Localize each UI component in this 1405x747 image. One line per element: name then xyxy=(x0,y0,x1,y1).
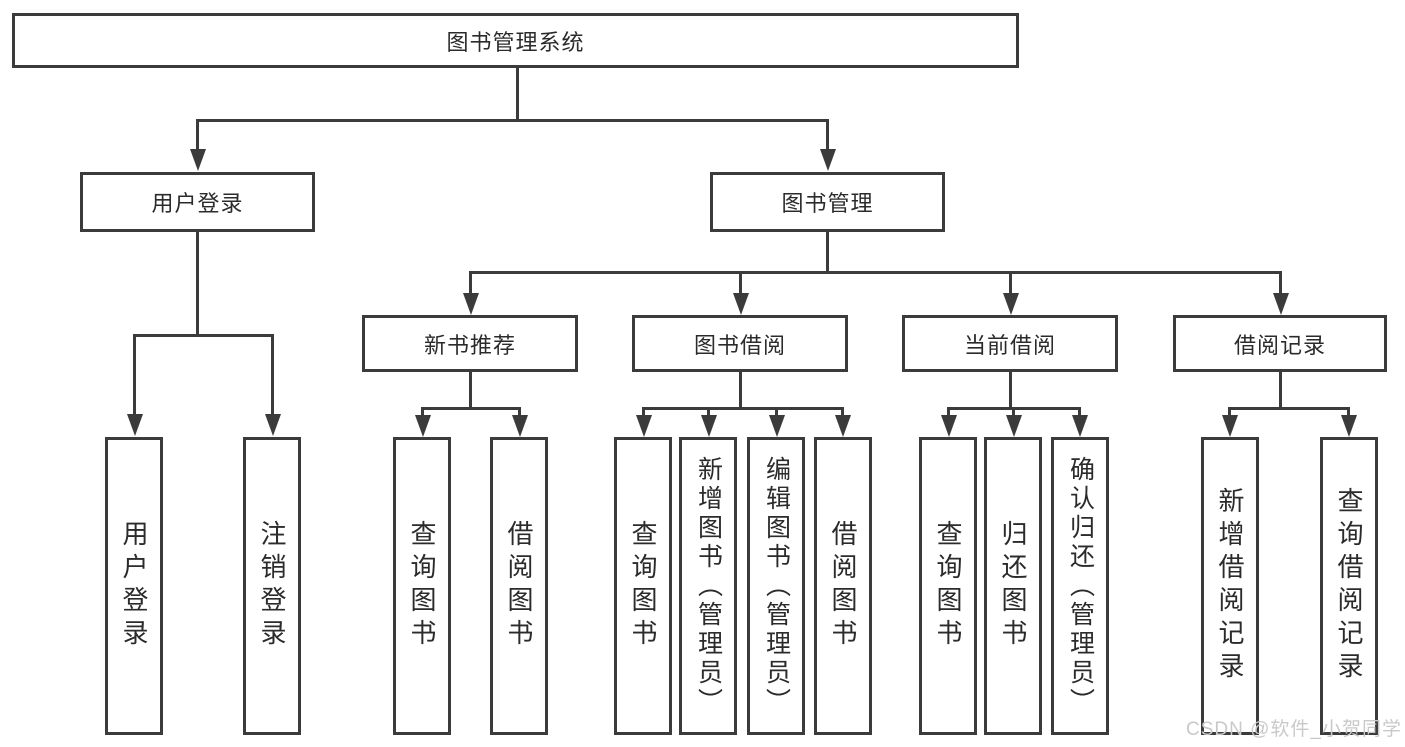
connector-line xyxy=(1347,407,1350,417)
leaf-return-books: 归还图书 xyxy=(984,437,1042,735)
connector-line xyxy=(271,334,274,416)
connector-line xyxy=(196,119,829,122)
connector-arrowhead xyxy=(1006,415,1022,437)
connector-arrowhead xyxy=(265,414,281,436)
connector-arrowhead xyxy=(820,149,836,171)
connector-line xyxy=(739,271,742,295)
leaf-query-books-borrow: 查询图书 xyxy=(614,437,672,735)
connector-arrowhead xyxy=(190,149,206,171)
leaf-user-login: 用户登录 xyxy=(105,437,163,735)
connector-line xyxy=(469,271,1282,274)
connector-line xyxy=(642,407,843,410)
connector-arrowhead xyxy=(701,415,717,437)
leaf-borrow-books: 借阅图书 xyxy=(814,437,872,735)
connector-line xyxy=(1228,407,1231,417)
connector-line xyxy=(1228,407,1350,410)
leaf-query-borrow-record: 查询借阅记录 xyxy=(1320,437,1378,735)
connector-line xyxy=(421,407,521,410)
connector-arrowhead xyxy=(512,415,528,437)
connector-line xyxy=(133,334,274,337)
connector-arrowhead xyxy=(636,415,652,437)
connector-arrowhead xyxy=(941,415,957,437)
connector-line xyxy=(469,271,472,295)
connector-line xyxy=(196,119,199,150)
connector-line xyxy=(1009,372,1012,410)
connector-arrowhead xyxy=(1273,293,1289,315)
connector-line xyxy=(775,407,778,417)
connector-line xyxy=(707,407,710,417)
leaf-query-books-recommend: 查询图书 xyxy=(393,437,451,735)
node-current-borrow: 当前借阅 xyxy=(902,315,1118,372)
leaf-query-books-current: 查询图书 xyxy=(919,437,977,735)
connector-line xyxy=(516,68,519,121)
connector-line xyxy=(1078,407,1081,417)
leaf-add-borrow-record: 新增借阅记录 xyxy=(1201,437,1259,735)
connector-line xyxy=(196,232,199,336)
leaf-confirm-return-admin: 确认归还（管理员） xyxy=(1051,437,1109,735)
connector-arrowhead xyxy=(835,415,851,437)
connector-arrowhead xyxy=(733,293,749,315)
csdn-watermark: CSDN @软件_小贺同学 xyxy=(1186,719,1402,740)
leaf-logout-login: 注销登录 xyxy=(243,437,301,735)
node-root: 图书管理系统 xyxy=(12,13,1019,68)
node-book-management: 图书管理 xyxy=(710,172,945,232)
connector-line xyxy=(947,407,950,417)
connector-line xyxy=(421,407,424,417)
node-book-borrow: 图书借阅 xyxy=(632,315,848,372)
connector-line xyxy=(826,232,829,273)
leaf-borrow-books-recommend: 借阅图书 xyxy=(490,437,548,735)
node-new-book-recommend: 新书推荐 xyxy=(362,315,578,372)
connector-line xyxy=(826,119,829,150)
connector-arrowhead xyxy=(415,415,431,437)
connector-line xyxy=(841,407,844,417)
leaf-add-books-admin: 新增图书（管理员） xyxy=(679,437,737,735)
connector-arrowhead xyxy=(1072,415,1088,437)
connector-line xyxy=(739,372,742,410)
connector-arrowhead xyxy=(127,414,143,436)
connector-line xyxy=(469,372,472,410)
connector-arrowhead xyxy=(769,415,785,437)
node-user-login: 用户登录 xyxy=(80,172,315,232)
connector-line xyxy=(1279,372,1282,410)
connector-arrowhead xyxy=(1341,415,1357,437)
connector-line xyxy=(518,407,521,417)
connector-arrowhead xyxy=(1003,293,1019,315)
connector-arrowhead xyxy=(1222,415,1238,437)
connector-line xyxy=(1012,407,1015,417)
connector-line xyxy=(1279,271,1282,295)
connector-line xyxy=(1009,271,1012,295)
leaf-edit-books-admin: 编辑图书（管理员） xyxy=(747,437,805,735)
connector-line xyxy=(642,407,645,417)
connector-line xyxy=(133,334,136,416)
node-borrow-records: 借阅记录 xyxy=(1173,315,1387,372)
connector-arrowhead xyxy=(463,293,479,315)
